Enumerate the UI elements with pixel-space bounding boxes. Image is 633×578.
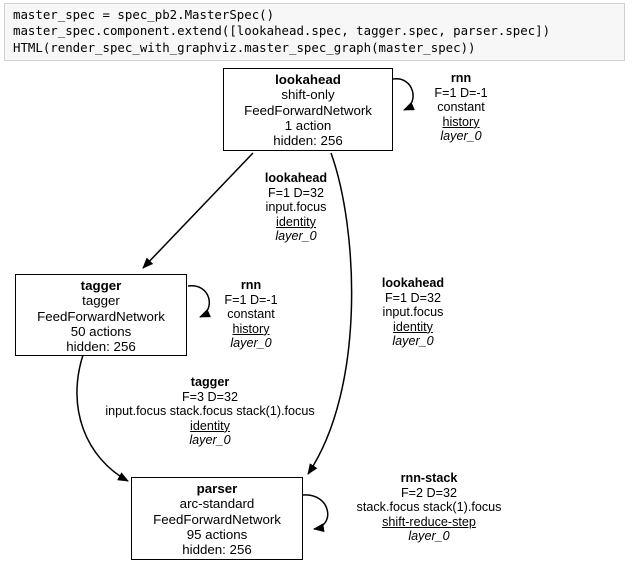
node-parser-hidden: hidden: 256	[182, 542, 252, 558]
graph-edges-layer	[76, 78, 415, 533]
code-line-2: master_spec.component.extend([lookahead.…	[13, 23, 551, 39]
node-lookahead[interactable]: lookahead shift-only FeedForwardNetwork …	[223, 68, 393, 151]
edge-label-features: input.focus	[265, 200, 327, 215]
edge-lookahead-to-tagger	[142, 152, 254, 269]
edge-label-fd: F=1 D=-1	[224, 292, 278, 307]
edge-parser-self	[302, 494, 329, 533]
edge-label-layer: layer_0	[189, 433, 231, 448]
edge-label-features: stack.focus stack(1).focus	[356, 500, 502, 515]
edge-label-title: tagger	[190, 375, 230, 389]
edge-label-translator: shift-reduce-step	[382, 514, 476, 529]
edge-label-title: lookahead	[381, 276, 445, 290]
node-tagger-hidden: hidden: 256	[66, 339, 136, 355]
edge-label-title: rnn	[450, 71, 472, 85]
node-parser-transition: arc-standard	[179, 496, 255, 512]
edge-label-layer: layer_0	[275, 229, 317, 244]
node-parser[interactable]: parser arc-standard FeedForwardNetwork 9…	[131, 477, 303, 560]
edge-label-translator: identity	[393, 319, 433, 334]
node-tagger-network: FeedForwardNetwork	[37, 308, 165, 324]
code-line-3: HTML(render_spec_with_graphviz.master_sp…	[13, 39, 476, 55]
node-lookahead-network: FeedForwardNetwork	[244, 102, 372, 118]
node-tagger-actions: 50 actions	[70, 323, 132, 339]
edge-label-translator: identity	[190, 418, 230, 433]
edge-label-features: constant	[437, 100, 485, 115]
edge-label-fd: F=1 D=32	[384, 290, 441, 305]
edge-label-translator: history	[232, 321, 270, 336]
edge-tagger-to-parser	[76, 354, 129, 482]
edge-label-layer: layer_0	[408, 529, 450, 544]
edge-label-title: rnn	[240, 278, 262, 292]
edge-label-layer: layer_0	[230, 336, 272, 351]
edge-label-lookahead-to-tagger: lookahead F=1 D=32 input.focus identity …	[236, 171, 356, 244]
edge-label-parser-self: rnn-stack F=2 D=32 stack.focus stack(1).…	[322, 471, 536, 544]
edge-label-layer: layer_0	[440, 129, 482, 144]
edge-label-title: rnn-stack	[400, 471, 458, 485]
node-lookahead-title: lookahead	[275, 72, 341, 87]
node-parser-network: FeedForwardNetwork	[153, 511, 281, 527]
edge-tagger-self	[187, 285, 211, 318]
edge-label-translator: identity	[276, 214, 316, 229]
edge-label-fd: F=1 D=-1	[434, 85, 488, 100]
edge-label-tagger-self: rnn F=1 D=-1 constant history layer_0	[201, 278, 301, 351]
node-lookahead-hidden: hidden: 256	[273, 133, 343, 149]
code-line-1: master_spec = spec_pb2.MasterSpec()	[13, 7, 275, 22]
node-tagger-transition: tagger	[82, 293, 120, 309]
edge-label-layer: layer_0	[392, 334, 434, 349]
edge-label-fd: F=3 D=32	[181, 389, 238, 404]
master-spec-graph: lookahead shift-only FeedForwardNetwork …	[0, 58, 633, 578]
edge-lookahead-self	[392, 78, 415, 111]
edge-label-features: input.focus stack.focus stack(1).focus	[105, 404, 315, 419]
node-lookahead-transition: shift-only	[281, 87, 335, 103]
edge-label-tagger-to-parser: tagger F=3 D=32 input.focus stack.focus …	[76, 375, 344, 448]
edge-label-translator: history	[442, 114, 480, 129]
edge-label-lookahead-self: rnn F=1 D=-1 constant history layer_0	[406, 71, 516, 144]
code-input-cell[interactable]: master_spec = spec_pb2.MasterSpec() mast…	[4, 3, 625, 62]
edge-label-lookahead-to-parser: lookahead F=1 D=32 input.focus identity …	[353, 276, 473, 349]
edge-label-features: constant	[227, 307, 275, 322]
edge-label-features: input.focus	[382, 305, 444, 320]
node-tagger-title: tagger	[80, 278, 122, 293]
edge-label-fd: F=1 D=32	[267, 185, 324, 200]
node-parser-actions: 95 actions	[186, 526, 248, 542]
node-lookahead-actions: 1 action	[284, 117, 332, 133]
edge-label-fd: F=2 D=32	[400, 485, 457, 500]
edge-label-title: lookahead	[264, 171, 328, 185]
node-tagger[interactable]: tagger tagger FeedForwardNetwork 50 acti…	[15, 274, 187, 356]
node-parser-title: parser	[196, 481, 238, 496]
edge-lookahead-to-parser	[307, 152, 353, 475]
